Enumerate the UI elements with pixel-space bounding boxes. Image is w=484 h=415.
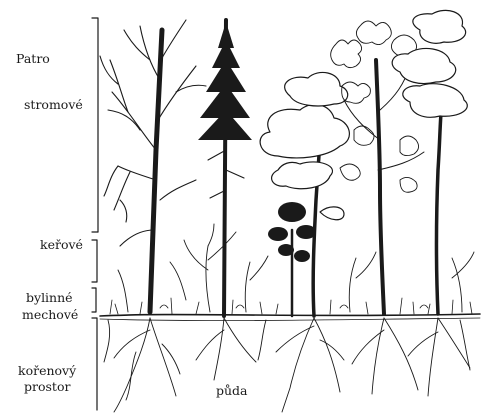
label-root-line2: prostor [24,380,70,394]
label-soil: půda [216,384,248,398]
label-herb: bylinné [26,291,73,305]
label-canopy-line1: Patro [16,52,50,66]
ground-line [100,314,480,316]
label-shrub: keřové [40,238,83,252]
bare-deciduous-tree [100,20,206,312]
label-moss: mechové [22,308,78,322]
label-root-line1: kořenový [18,364,76,378]
dark-small-tree [268,202,316,316]
root-system [104,318,470,412]
pine-tree-middle [260,72,349,316]
layer-brackets [92,18,98,410]
label-canopy-line2: stromové [24,98,83,112]
